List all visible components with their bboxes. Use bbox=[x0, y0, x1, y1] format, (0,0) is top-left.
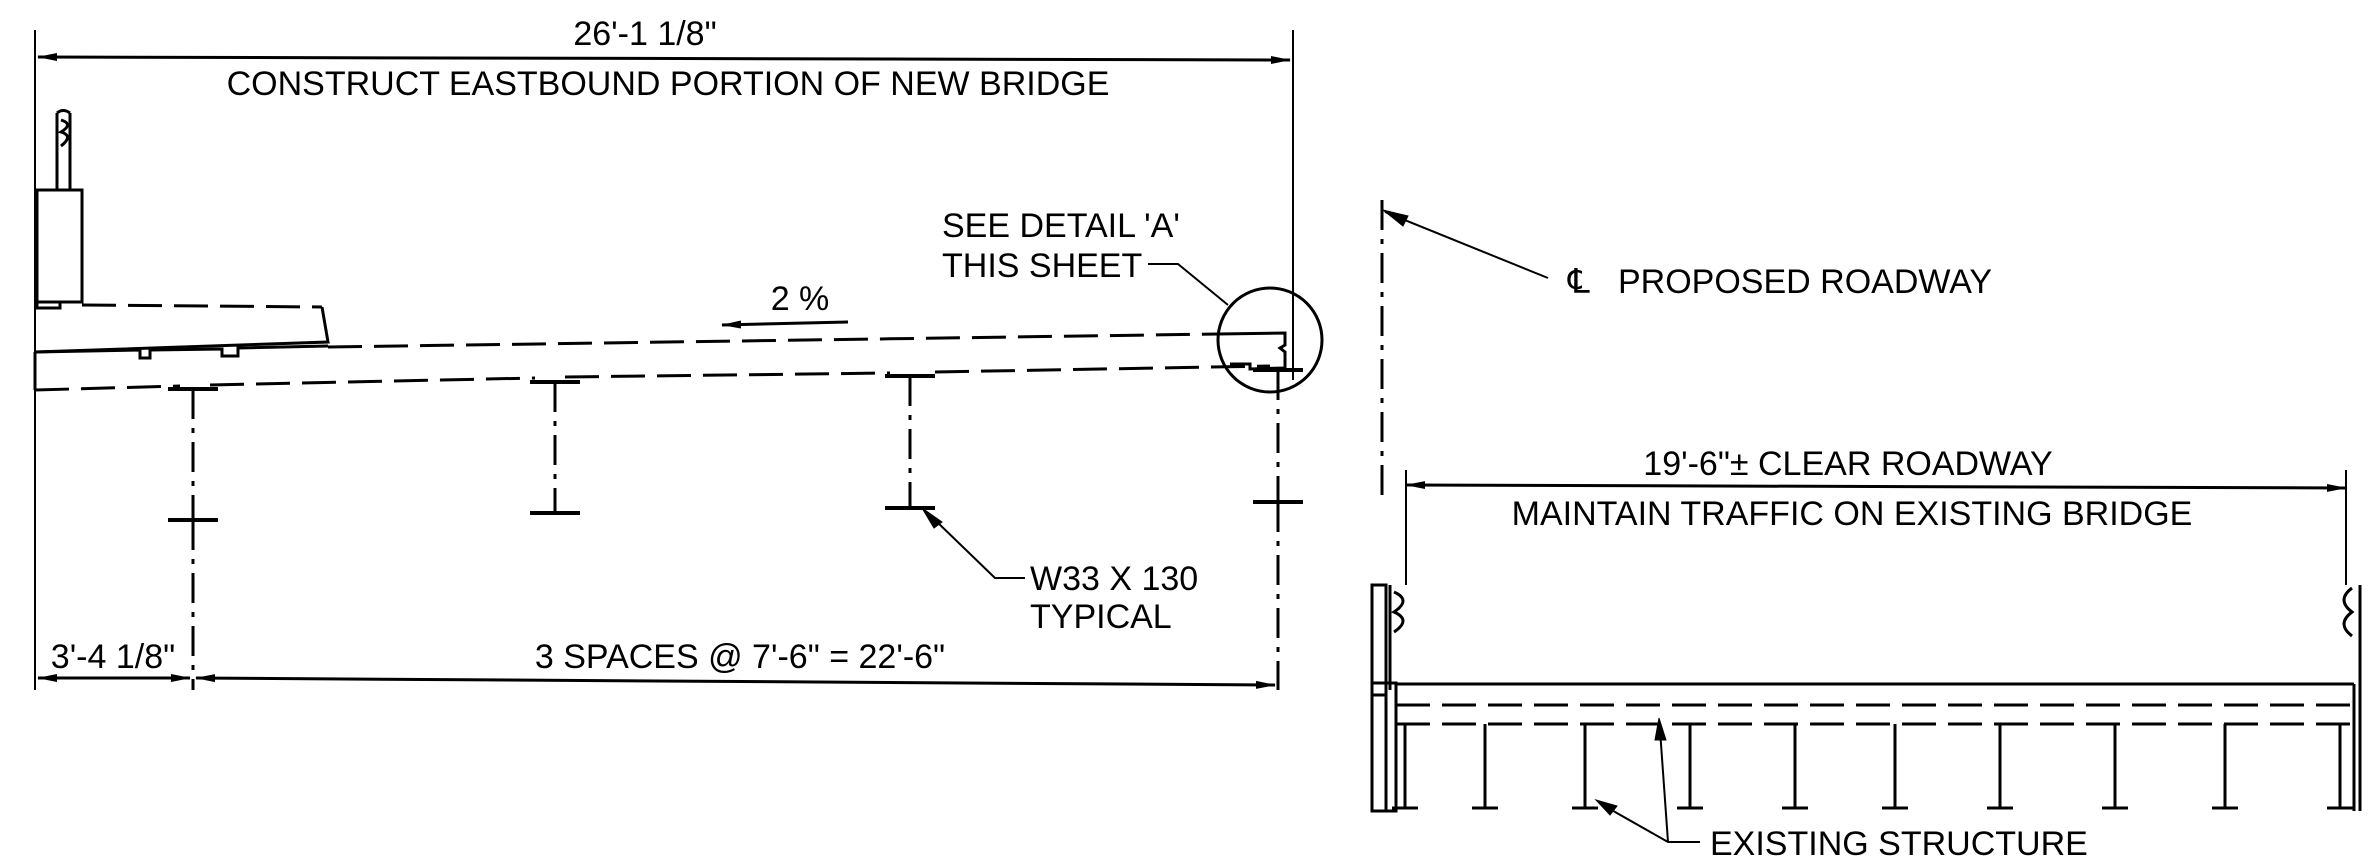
stringer bbox=[2212, 724, 2238, 810]
detail-note-line1: SEE DETAIL 'A' bbox=[942, 207, 1180, 245]
clear-roadway-label: 19'-6"± CLEAR ROADWAY bbox=[1643, 445, 2052, 483]
stringer bbox=[2327, 724, 2353, 810]
beam-note-line2: TYPICAL bbox=[1030, 598, 1172, 636]
new-bridge-section: 26'-1 1/8" CONSTRUCT EASTBOUND PORTION O… bbox=[33, 15, 1324, 690]
existing-right-railing bbox=[2342, 585, 2362, 811]
stringer bbox=[1677, 724, 1703, 810]
stringer bbox=[1882, 724, 1908, 810]
existing-deck bbox=[1394, 682, 2356, 726]
beam-note-line1: W33 X 130 bbox=[1030, 560, 1198, 598]
stringer bbox=[1572, 724, 1598, 810]
existing-structure-note: EXISTING STRUCTURE bbox=[1594, 717, 2088, 863]
slope-label: 2 % bbox=[771, 280, 830, 318]
stringer bbox=[1392, 724, 1418, 810]
girder-2 bbox=[530, 380, 580, 515]
detail-a-callout: SEE DETAIL 'A' THIS SHEET bbox=[942, 207, 1324, 394]
beam-note: W33 X 130 TYPICAL bbox=[921, 507, 1198, 636]
barrier-railing bbox=[35, 109, 84, 310]
detail-note-line2: THIS SHEET bbox=[942, 247, 1142, 285]
existing-stringers bbox=[1392, 724, 2353, 810]
centerline-symbol: ℄ bbox=[1567, 263, 1590, 301]
girder-1 bbox=[168, 387, 218, 690]
girder-4 bbox=[1253, 368, 1303, 690]
clear-roadway-dimension: 19'-6"± CLEAR ROADWAY MAINTAIN TRAFFIC O… bbox=[1405, 445, 2347, 585]
girder-3 bbox=[885, 374, 935, 510]
beam-spacing-label: 3 SPACES @ 7'-6" = 22'-6" bbox=[535, 638, 945, 676]
overhang-label: 3'-4 1/8" bbox=[51, 638, 175, 676]
stringer bbox=[1987, 724, 2013, 810]
stringer bbox=[1782, 724, 1808, 810]
overall-width-dimension: 26'-1 1/8" CONSTRUCT EASTBOUND PORTION O… bbox=[34, 15, 1294, 690]
overall-width-label: 26'-1 1/8" bbox=[573, 15, 716, 53]
stringer bbox=[1472, 724, 1498, 810]
existing-left-railing bbox=[1370, 583, 1405, 813]
centerline-label: PROPOSED ROADWAY bbox=[1618, 263, 1992, 301]
deck-slab bbox=[33, 303, 1287, 392]
centerline-proposed-roadway: ℄ PROPOSED ROADWAY bbox=[1380, 200, 1992, 500]
maintain-traffic-note: MAINTAIN TRAFFIC ON EXISTING BRIDGE bbox=[1512, 495, 2193, 533]
existing-structure-label: EXISTING STRUCTURE bbox=[1710, 825, 2088, 863]
existing-bridge-section: 19'-6"± CLEAR ROADWAY MAINTAIN TRAFFIC O… bbox=[1370, 445, 2362, 863]
bottom-dimensions: 3'-4 1/8" 3 SPACES @ 7'-6" = 22'-6" bbox=[37, 638, 1276, 689]
stringer bbox=[2102, 724, 2128, 810]
girders bbox=[168, 368, 1303, 690]
new-bridge-title: CONSTRUCT EASTBOUND PORTION OF NEW BRIDG… bbox=[227, 65, 1110, 103]
slope-indicator: 2 % bbox=[721, 280, 849, 329]
